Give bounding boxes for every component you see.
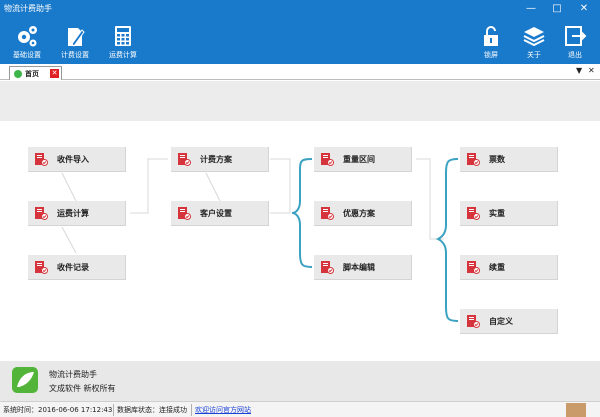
node-label: 收件记录: [57, 263, 89, 272]
flow-node-receive-import[interactable]: 收件导入: [28, 147, 126, 172]
node-label: 重量区间: [343, 155, 375, 164]
minimize-button[interactable]: —: [526, 3, 536, 14]
maximize-button[interactable]: □: [552, 3, 562, 14]
toolbar: 基础设置 计费设置 运费计算 锁屏: [0, 18, 600, 64]
tab-home[interactable]: 首页 ✕: [9, 66, 62, 80]
exit-button[interactable]: 退出: [553, 22, 597, 62]
about-label: 关于: [527, 51, 541, 59]
footer-app-name: 物流计费助手: [49, 370, 97, 379]
banner-strip: [0, 81, 600, 121]
node-document-icon: [178, 207, 191, 220]
exit-label: 退出: [568, 51, 582, 59]
status-divider: [191, 404, 192, 416]
close-button[interactable]: ✕: [579, 3, 589, 14]
node-label: 实重: [489, 209, 505, 218]
calculator-icon: [115, 26, 131, 46]
node-label: 客户设置: [200, 209, 232, 218]
node-document-icon: [321, 153, 334, 166]
status-system-time: 系统时间：2016-06-06 17:12:43: [3, 406, 113, 414]
user-avatar: [566, 403, 586, 417]
exit-icon: [565, 26, 587, 46]
node-document-icon: [321, 207, 334, 220]
tab-bar: 首页 ✕ ▼ ✕: [0, 64, 600, 80]
flow-node-receive-records[interactable]: 收件记录: [28, 255, 126, 280]
node-document-icon: [467, 315, 480, 328]
status-divider: [113, 404, 114, 416]
node-document-icon: [467, 153, 480, 166]
flow-node-customer-settings[interactable]: 客户设置: [171, 201, 269, 226]
node-label: 续重: [489, 263, 505, 272]
gears-icon: [18, 26, 37, 47]
basic-settings-button[interactable]: 基础设置: [5, 22, 49, 62]
status-bar: 系统时间：2016-06-06 17:12:43 数据库状态：连接成功 欢迎访问…: [0, 401, 600, 417]
flow-node-actual-weight[interactable]: 实重: [460, 201, 558, 226]
official-site-link[interactable]: 欢迎访问官方网站: [195, 406, 251, 414]
footer-copyright: 文成软件 新权所有: [49, 384, 116, 393]
lock-screen-label: 锁屏: [484, 51, 498, 59]
node-document-icon: [35, 153, 48, 166]
flow-node-continued-weight[interactable]: 续重: [460, 255, 558, 280]
leaf-logo-icon: [17, 372, 34, 387]
node-document-icon: [178, 153, 191, 166]
lock-icon: [484, 26, 498, 46]
node-label: 收件导入: [57, 155, 89, 164]
flow-node-weight-range[interactable]: 重量区间: [314, 147, 412, 172]
home-icon: [14, 70, 22, 78]
flow-node-custom[interactable]: 自定义: [460, 309, 558, 334]
tab-close-icon[interactable]: ✕: [50, 69, 59, 78]
billing-settings-label: 计费设置: [61, 51, 89, 59]
freight-calc-button[interactable]: 运费计算: [101, 22, 145, 62]
about-button[interactable]: 关于: [512, 22, 556, 62]
flow-node-discount-plan[interactable]: 优惠方案: [314, 201, 412, 226]
flow-node-ticket-count[interactable]: 票数: [460, 147, 558, 172]
node-label: 脚本编辑: [343, 263, 375, 272]
layers-icon: [523, 27, 545, 47]
app-logo: [12, 367, 38, 393]
pencil-document-icon: [68, 28, 85, 47]
node-document-icon: [467, 207, 480, 220]
node-document-icon: [35, 207, 48, 220]
flow-connectors: [61, 158, 459, 322]
tab-dropdown-icon[interactable]: ▼: [576, 66, 583, 75]
node-label: 优惠方案: [343, 209, 375, 218]
node-document-icon: [35, 261, 48, 274]
lock-screen-button[interactable]: 锁屏: [469, 22, 513, 62]
tab-home-label: 首页: [25, 70, 39, 78]
footer-panel: 物流计费助手 文成软件 新权所有: [0, 361, 600, 401]
status-db: 数据库状态：连接成功: [117, 406, 187, 414]
window-title: 物流计费助手: [4, 4, 52, 13]
node-document-icon: [467, 261, 480, 274]
node-label: 计费方案: [200, 155, 232, 164]
node-label: 票数: [489, 155, 505, 164]
node-label: 运费计算: [57, 209, 89, 218]
basic-settings-label: 基础设置: [13, 51, 41, 59]
flow-node-freight-calc[interactable]: 运费计算: [28, 201, 126, 226]
billing-settings-button[interactable]: 计费设置: [53, 22, 97, 62]
flow-canvas: 收件导入 运费计算 收件记录 计费方案 客户设置 重量区间 优惠方案 脚本编辑 …: [0, 121, 600, 361]
freight-calc-label: 运费计算: [109, 51, 137, 59]
flow-node-script-edit[interactable]: 脚本编辑: [314, 255, 412, 280]
node-label: 自定义: [489, 317, 513, 326]
title-bar: 物流计费助手 — □ ✕: [0, 0, 600, 18]
node-document-icon: [321, 261, 334, 274]
flow-node-billing-plan[interactable]: 计费方案: [171, 147, 269, 172]
tab-close-all-icon[interactable]: ✕: [588, 66, 595, 75]
